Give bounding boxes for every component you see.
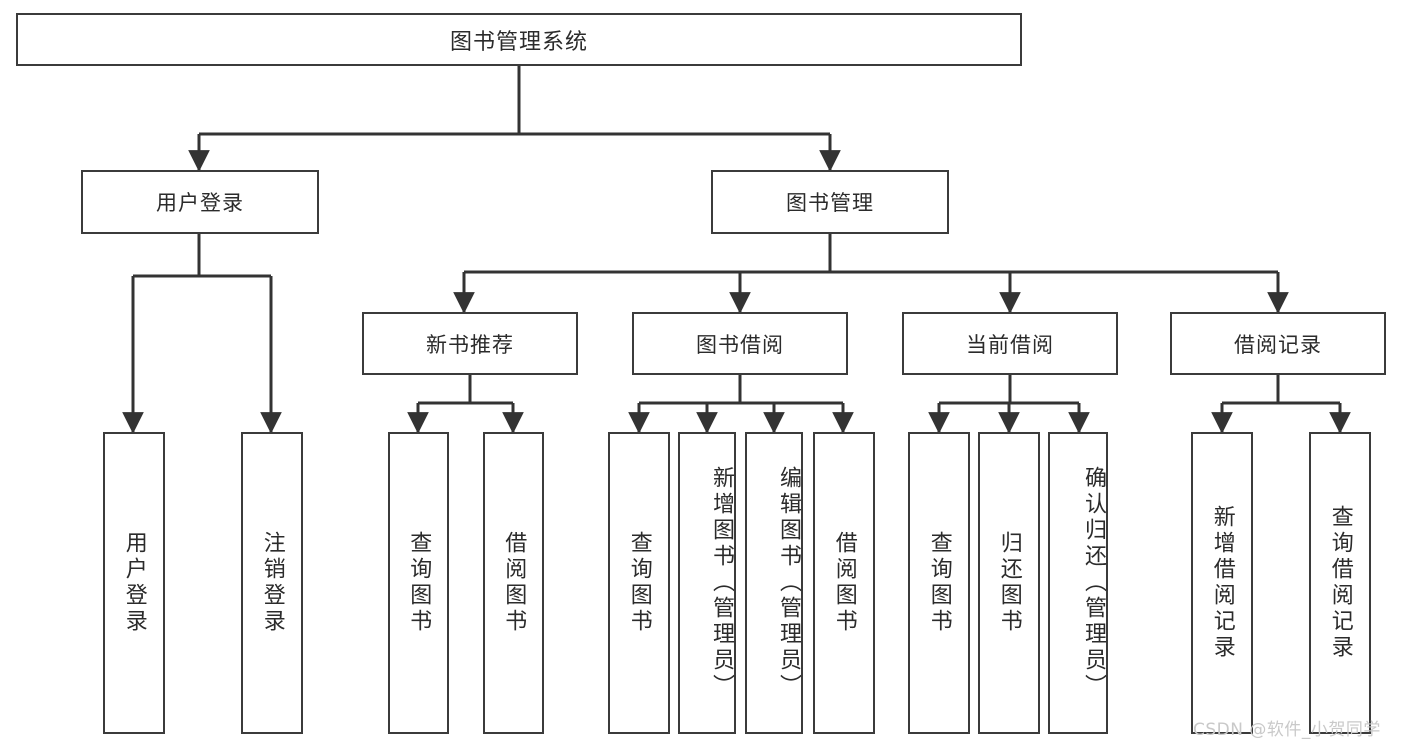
- node-current-borrow[interactable]: 当前借阅: [902, 312, 1118, 375]
- leaf-return-book[interactable]: 归还图书: [978, 432, 1040, 734]
- leaf-query-book-current[interactable]: 查询图书: [908, 432, 970, 734]
- csdn-watermark: CSDN @软件_小贺同学: [1193, 720, 1381, 740]
- leaf-borrow-book-borrow[interactable]: 借阅图书: [813, 432, 875, 734]
- leaf-add-book[interactable]: 新增图书（管理员）: [678, 432, 736, 734]
- node-user-login[interactable]: 用户登录: [81, 170, 319, 234]
- leaf-user-logout[interactable]: 注销登录: [241, 432, 303, 734]
- leaf-query-book-new-book[interactable]: 查询图书: [388, 432, 449, 734]
- node-book-borrow[interactable]: 图书借阅: [632, 312, 848, 375]
- node-root[interactable]: 图书管理系统: [16, 13, 1022, 66]
- leaf-query-borrow-record[interactable]: 查询借阅记录: [1309, 432, 1371, 734]
- leaf-borrow-book-new-book[interactable]: 借阅图书: [483, 432, 544, 734]
- leaf-confirm-return[interactable]: 确认归还（管理员）: [1048, 432, 1108, 734]
- node-borrow-record[interactable]: 借阅记录: [1170, 312, 1386, 375]
- leaf-edit-book[interactable]: 编辑图书（管理员）: [745, 432, 803, 734]
- leaf-query-book-borrow[interactable]: 查询图书: [608, 432, 670, 734]
- leaf-add-borrow-record[interactable]: 新增借阅记录: [1191, 432, 1253, 734]
- leaf-user-login[interactable]: 用户登录: [103, 432, 165, 734]
- node-new-book-recommend[interactable]: 新书推荐: [362, 312, 578, 375]
- node-book-management[interactable]: 图书管理: [711, 170, 949, 234]
